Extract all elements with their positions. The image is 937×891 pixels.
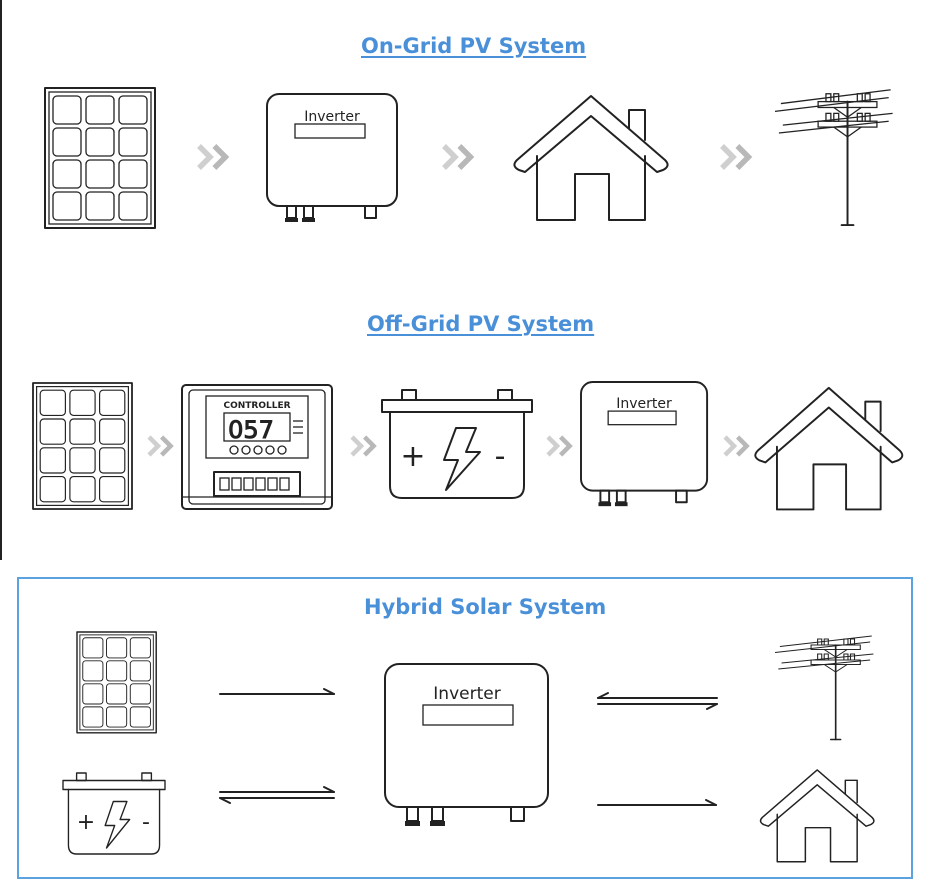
controller-display: 057 — [228, 416, 274, 444]
controller-label: CONTROLLER — [223, 401, 290, 411]
off-grid-house-icon — [754, 386, 904, 511]
inverter-to-house-flow-arrow-icon — [597, 799, 717, 806]
off-grid-chevron-arrow-icon-3 — [548, 437, 570, 455]
hybrid-battery-minus-label: - — [142, 810, 150, 835]
battery-plus-label: + — [400, 439, 425, 474]
hybrid-power-pole-icon — [774, 635, 875, 741]
hybrid-inverter-icon: Inverter — [384, 663, 549, 826]
on-grid-house-icon — [513, 95, 669, 221]
hybrid-house-icon — [759, 769, 875, 863]
on-grid-solar-panel-icon — [44, 87, 156, 229]
on-grid-chevron-arrow-icon-1 — [199, 146, 225, 168]
left-border — [0, 0, 2, 560]
panel-to-inverter-flow-arrow-icon — [219, 688, 335, 695]
off-grid-chevron-arrow-icon-1 — [149, 437, 171, 455]
charge-controller-icon: CONTROLLER 057 — [181, 384, 333, 510]
battery-minus-label: - — [495, 439, 506, 474]
off-grid-title: Off-Grid PV System — [367, 312, 595, 336]
off-grid-chevron-arrow-icon-2 — [352, 437, 374, 455]
off-grid-solar-panel-icon — [32, 382, 133, 510]
battery-inverter-flow-arrow-icon — [219, 786, 335, 804]
off-grid-inverter-icon: Inverter — [580, 381, 709, 508]
hybrid-section-box — [17, 577, 913, 879]
on-grid-chevron-arrow-icon-3 — [722, 146, 748, 168]
hybrid-title: Hybrid Solar System — [364, 595, 607, 619]
on-grid-inverter-label: Inverter — [304, 109, 360, 125]
on-grid-chevron-arrow-icon-2 — [444, 146, 470, 168]
off-grid-battery-icon: + - — [381, 389, 533, 499]
on-grid-power-pole-icon — [774, 88, 894, 227]
hybrid-inverter-label: Inverter — [433, 684, 500, 704]
hybrid-battery-icon: + - — [62, 772, 166, 855]
off-grid-inverter-label: Inverter — [616, 396, 672, 412]
on-grid-inverter-icon: Inverter — [266, 93, 398, 223]
off-grid-chevron-arrow-icon-4 — [725, 437, 747, 455]
hybrid-battery-plus-label: + — [77, 810, 95, 835]
grid-inverter-flow-arrow-icon — [597, 692, 718, 710]
hybrid-solar-panel-icon — [76, 631, 157, 734]
on-grid-title: On-Grid PV System — [361, 34, 587, 58]
